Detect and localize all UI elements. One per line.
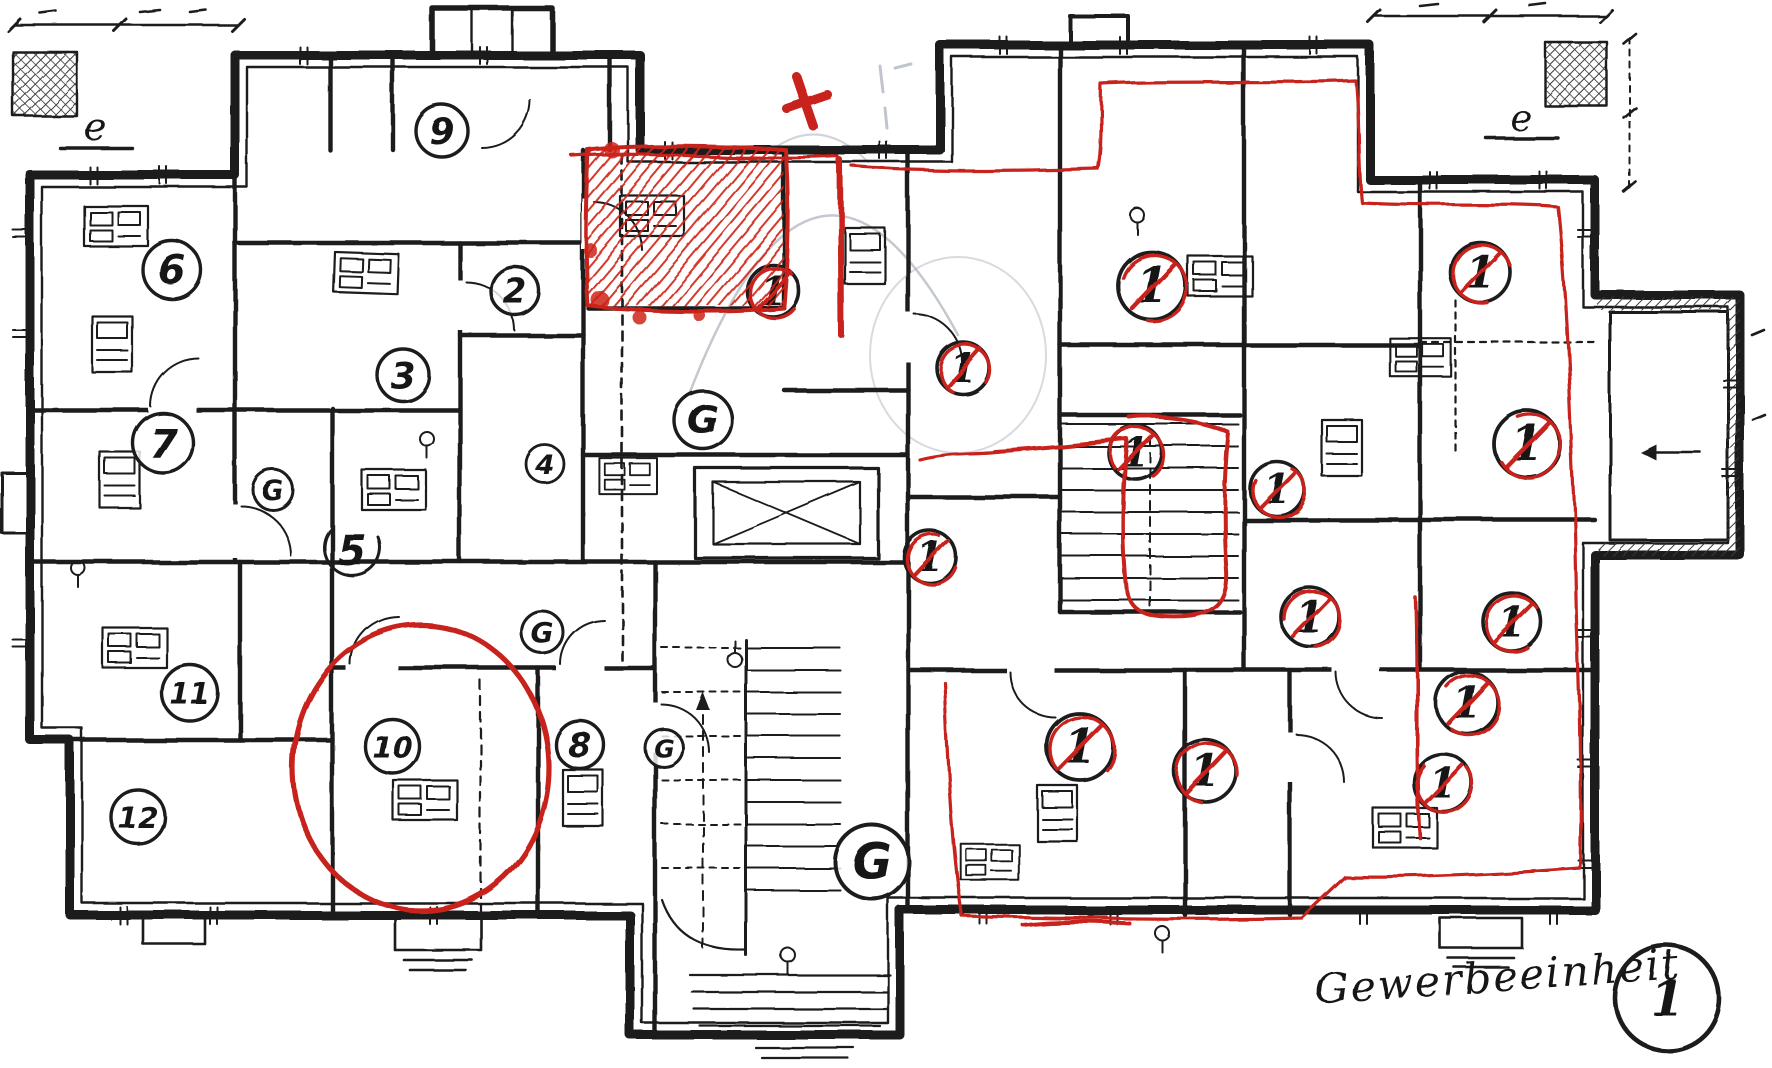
- g-marker: G: [519, 609, 565, 655]
- room-number: 8: [568, 726, 592, 766]
- room-number: 7: [149, 421, 177, 467]
- g-marker: G: [833, 823, 911, 901]
- room-number: 4: [535, 450, 555, 481]
- room-marker-9: 9: [414, 103, 470, 159]
- room-number: 12: [118, 801, 158, 835]
- room-marker-8: 8: [554, 719, 606, 771]
- red-marker-overdraws: [748, 243, 1563, 815]
- caption-unit-number: 1: [1650, 971, 1683, 1027]
- caption-text: Gewerbeeinheit: [1313, 940, 1682, 1014]
- caption: Gewerbeeinheit 1: [1313, 940, 1722, 1053]
- bay-window: [1597, 297, 1740, 556]
- dimension-line-right-edge: [1622, 32, 1767, 422]
- direction-arrow-icon: [1640, 444, 1656, 460]
- g-label: G: [262, 476, 284, 507]
- room-number: 9: [429, 112, 454, 153]
- g-label: G: [654, 734, 675, 763]
- staircase-central: [660, 638, 892, 1060]
- legend-e-symbol: e: [1510, 98, 1531, 139]
- g-marker: G: [672, 389, 734, 451]
- legend-top-right: e: [1484, 40, 1609, 140]
- room-marker-3: 3: [375, 347, 431, 403]
- room-number: 6: [158, 248, 186, 294]
- g-label: G: [852, 834, 891, 890]
- room-marker-10: 10: [363, 717, 421, 775]
- dimension-line-top-right: [1366, 2, 1614, 24]
- red-cross-mark: [781, 71, 832, 131]
- g-marker: G: [643, 727, 685, 769]
- room-marker-12: 12: [109, 788, 167, 846]
- g-label: G: [687, 398, 718, 442]
- room-marker-2: 2: [489, 265, 541, 317]
- dimension-line-top-left: [6, 8, 246, 33]
- exterior-steps: [141, 916, 1524, 972]
- common-area-markers: G G G G G: [251, 389, 911, 901]
- unit-marker-circles: 1 1 1 1 1 1 1 1 1 1 1 1 1 1: [745, 240, 1562, 814]
- entry-steps: [688, 973, 892, 1060]
- room-marker-11: 11: [160, 663, 220, 723]
- elevator-shaft: [693, 466, 880, 560]
- legend-e-symbol: e: [84, 105, 107, 149]
- room-marker-6: 6: [141, 239, 203, 301]
- room-marker-5: 5: [322, 526, 382, 577]
- room-number: 10: [372, 730, 412, 764]
- red-boundary-trace: [570, 79, 1583, 927]
- g-label: G: [531, 616, 554, 649]
- red-highlight-ellipse: [290, 622, 552, 914]
- doors: [148, 99, 1383, 783]
- g-marker: G: [251, 468, 295, 512]
- room-number: 5: [337, 526, 366, 575]
- red-annotations-layer: [290, 71, 1583, 927]
- staircase-right: [1061, 423, 1239, 607]
- room-number: 11: [170, 677, 210, 711]
- caption-unit-circle: [1612, 943, 1722, 1053]
- room-marker-7: 7: [131, 411, 195, 475]
- room-number: 3: [390, 356, 415, 397]
- red-hatched-room: [583, 142, 844, 338]
- room-number-markers: 9 2 3 4 6 7 5 8 10 11 12: [109, 103, 606, 846]
- room-marker-4: 4: [524, 443, 566, 485]
- room-number: 2: [503, 272, 527, 312]
- legend-top-left: e: [11, 50, 134, 150]
